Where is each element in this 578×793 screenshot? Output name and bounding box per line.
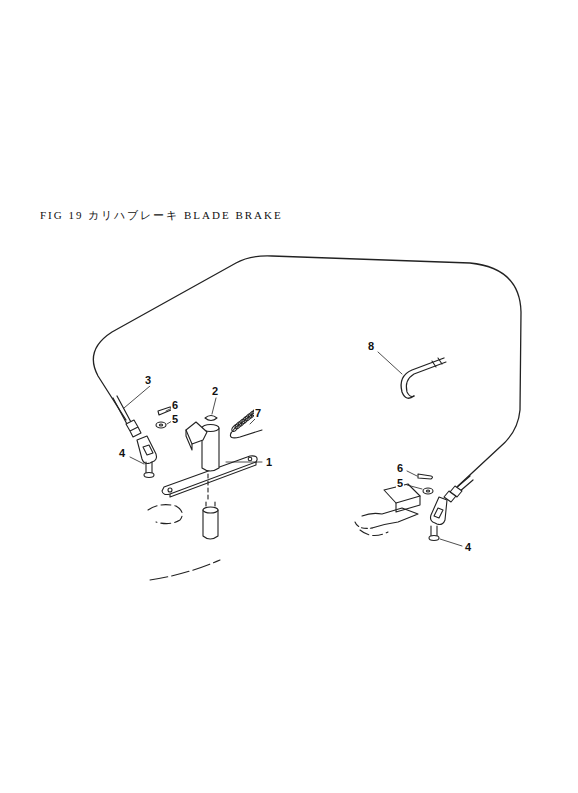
clevis	[431, 497, 448, 525]
callout-number: 4	[464, 542, 472, 553]
callout-number: 8	[367, 341, 375, 352]
callout-number: 5	[171, 414, 179, 425]
cotter-pin	[418, 474, 433, 479]
callout-number: 3	[144, 375, 152, 386]
cable-sheath	[113, 396, 132, 426]
brake-cable	[93, 256, 521, 486]
cable-nut	[126, 420, 141, 437]
callout-number: 6	[171, 400, 179, 411]
lever-arm	[186, 422, 207, 444]
callout-number: 7	[254, 408, 262, 419]
callout-number: 1	[265, 457, 273, 468]
callout-number: 6	[396, 463, 404, 474]
frame-outline	[148, 505, 182, 524]
cotter-pin	[158, 407, 172, 415]
leader-line	[124, 352, 462, 546]
callout-number: 5	[396, 478, 404, 489]
clevis-pin	[431, 526, 437, 536]
pin-head	[144, 473, 154, 478]
callout-number: 2	[211, 386, 219, 397]
callout-number: 4	[118, 448, 126, 459]
washer	[423, 488, 433, 494]
clevis-slot	[143, 445, 153, 455]
pin-head	[429, 536, 439, 541]
e-ring	[205, 416, 217, 421]
figure-title: FIG 19 カリハブレーキ BLADE BRAKE	[40, 210, 283, 221]
clevis	[137, 436, 157, 464]
washer	[156, 422, 166, 428]
